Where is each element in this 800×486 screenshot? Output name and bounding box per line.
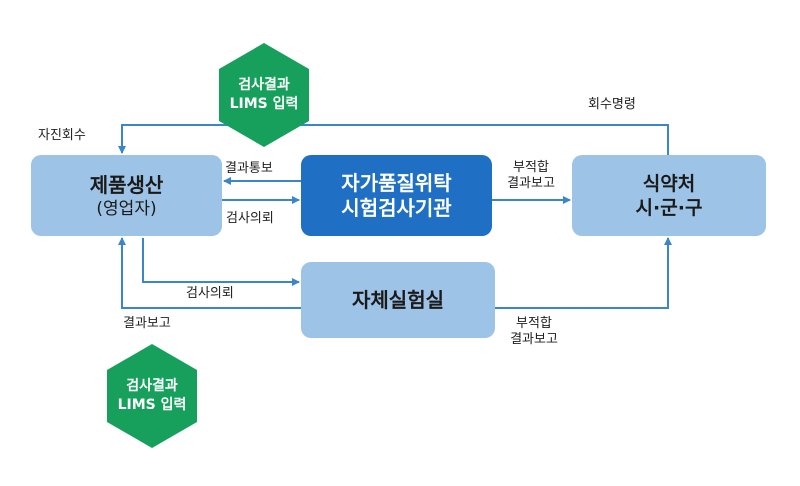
recall-arrow [118,124,669,155]
hex-bottom-line1: 검사결과 [126,378,178,394]
self-lab-node: 자체실험실 [301,262,495,338]
lims-input-hexagon-bottom: 검사결과 LIMS 입력 [107,344,197,448]
nonconform-top-line1: 부적합 [513,160,549,175]
hex-top-line1: 검사결과 [238,77,290,93]
nonconform-arrow-bottom [495,237,672,309]
agency-line1: 자가품질위탁 [341,170,452,195]
nonconform-bottom-line1: 부적합 [516,316,552,331]
producer-node: 제품생산 (영업자) [31,155,222,236]
producer-subtitle: (영업자) [96,198,157,219]
agency-line2: 시험검사기관 [341,195,452,220]
nonconform-bottom-line2: 결과보고 [510,332,558,347]
result-report-arrow [118,237,301,309]
nonconform-report-label-top: 부적합 결과보고 [496,160,566,192]
testing-agency-node: 자가품질위탁 시험검사기관 [301,155,492,236]
result-report-label: 결과보고 [123,316,171,331]
result-notice-label: 결과통보 [225,161,273,176]
mfds-node: 식약처 시·군·구 [572,155,766,236]
recall-order-label: 회수명령 [588,97,636,112]
hex-top-line2: LIMS 입력 [229,96,299,112]
nonconform-top-line2: 결과보고 [507,176,555,191]
inspection-request-label-bottom: 검사의뢰 [186,286,234,301]
mfds-line1: 식약처 [642,172,696,195]
selflab-title: 자체실험실 [352,288,444,312]
self-recall-label: 자진회수 [38,128,86,143]
nonconform-report-label-bottom: 부적합 결과보고 [498,316,570,348]
inspection-request-arrow-bottom [142,238,300,286]
producer-title: 제품생산 [89,172,164,197]
hex-bottom-line2: LIMS 입력 [117,397,187,413]
mfds-line2: 시·군·구 [635,196,703,219]
inspection-request-label-top: 검사의뢰 [226,211,274,226]
